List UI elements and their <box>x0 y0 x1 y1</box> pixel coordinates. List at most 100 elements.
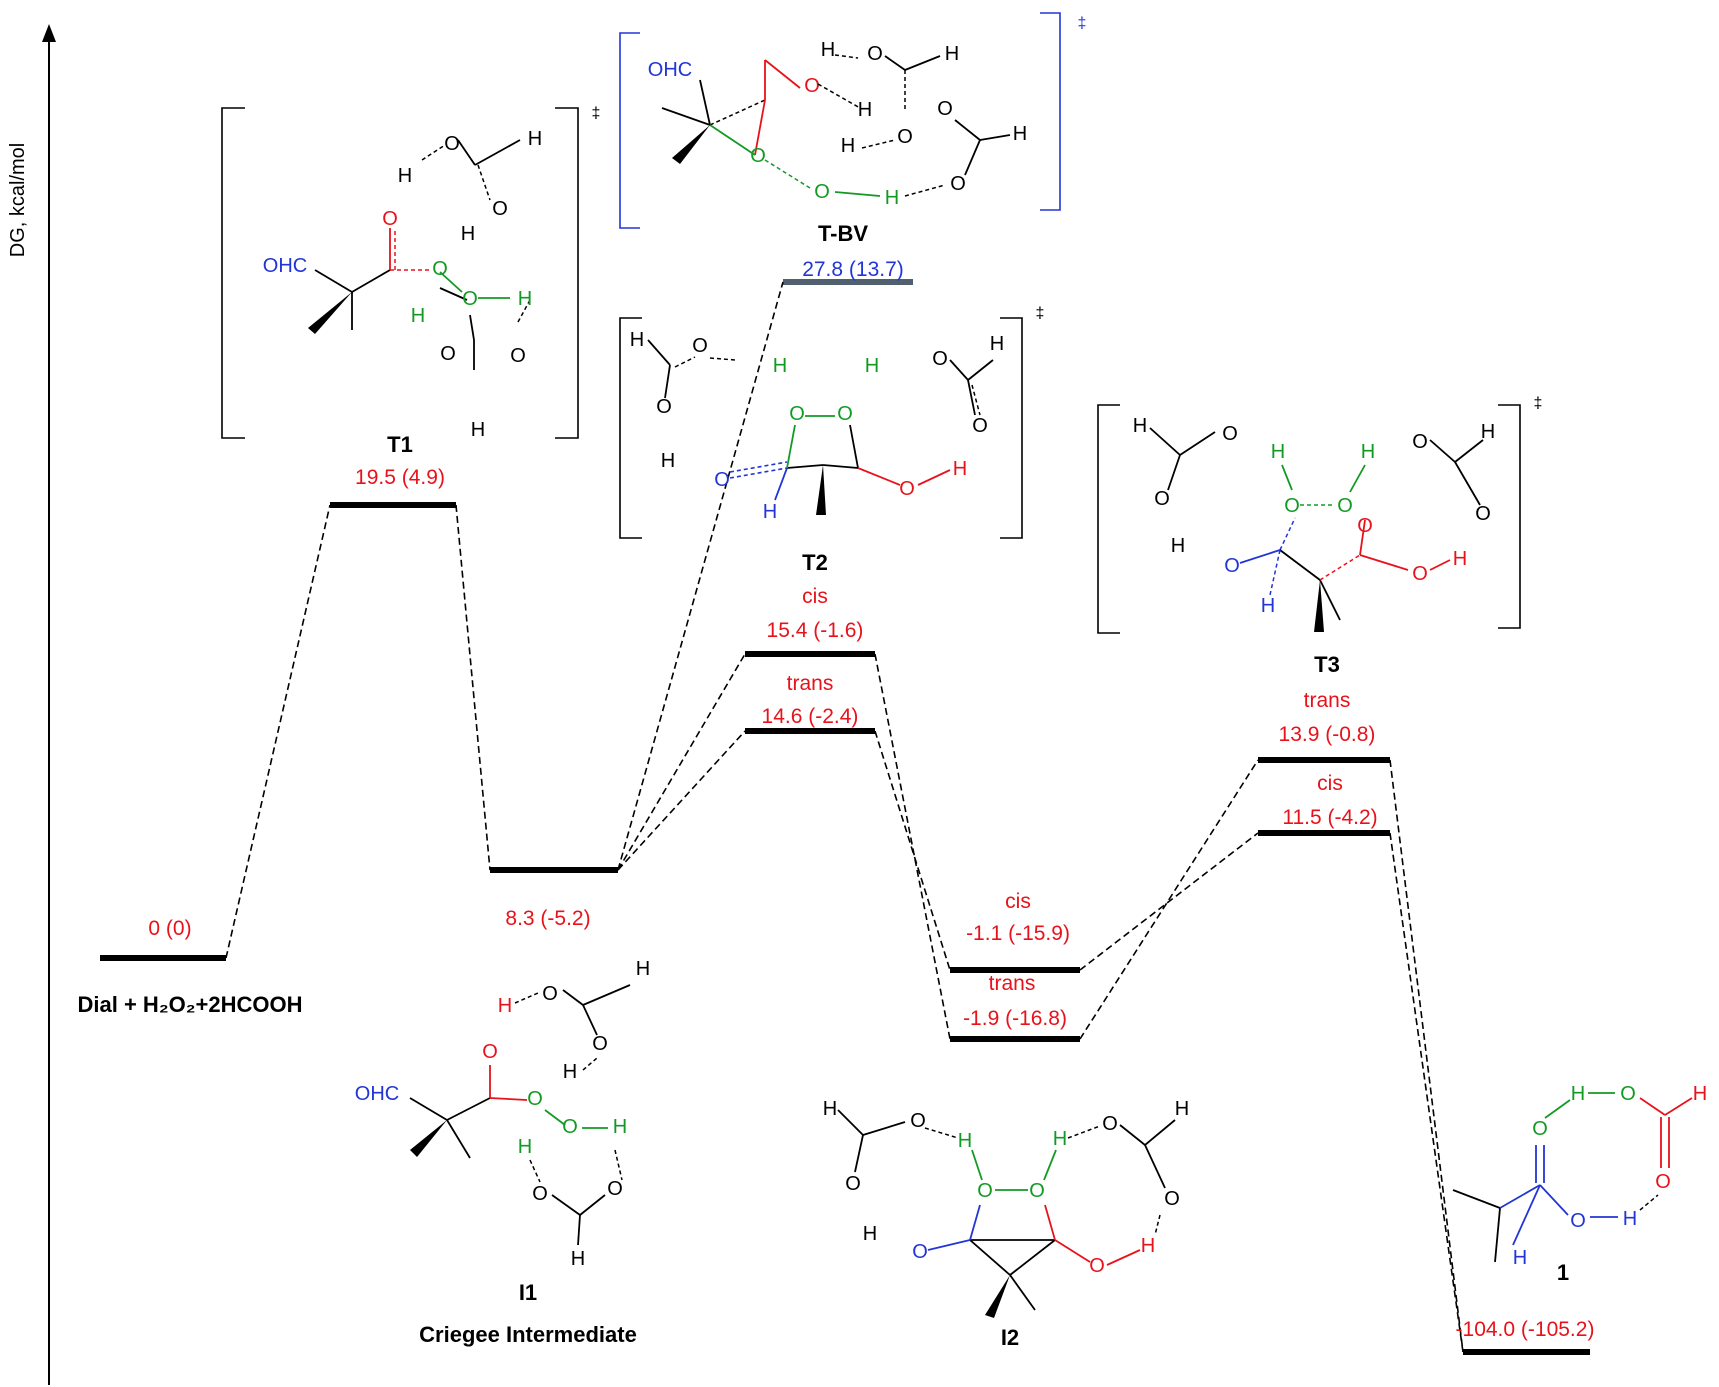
structure-t1: ‡ OHC O O O H H H O H O H <box>221 105 600 441</box>
svg-text:O: O <box>897 126 913 148</box>
svg-text:H: H <box>398 165 412 187</box>
svg-text:H: H <box>958 1130 972 1152</box>
svg-text:O: O <box>1337 495 1353 517</box>
svg-text:H: H <box>823 1098 837 1120</box>
svg-text:O: O <box>607 1178 623 1200</box>
svg-text:O: O <box>1532 1118 1548 1140</box>
svg-text:O: O <box>932 348 948 370</box>
svg-text:O: O <box>912 1241 928 1263</box>
dagger-t2: ‡ <box>1036 305 1045 322</box>
svg-text:O: O <box>1029 1180 1045 1202</box>
svg-text:O: O <box>937 98 953 120</box>
name-product: 1 <box>1557 1260 1569 1285</box>
value-t2-cis: 15.4 (-1.6) <box>767 619 864 642</box>
svg-text:H: H <box>1623 1208 1637 1230</box>
svg-text:O: O <box>1412 431 1428 453</box>
bracket-tbv <box>619 12 1061 229</box>
connector-t3cis-product <box>1389 832 1464 1353</box>
value-i1: 8.3 (-5.2) <box>505 907 590 930</box>
svg-text:H: H <box>661 450 675 472</box>
energy-levels <box>100 502 1590 1355</box>
svg-text:O: O <box>692 335 708 357</box>
svg-text:O: O <box>592 1033 608 1055</box>
svg-text:H: H <box>1361 441 1375 463</box>
svg-text:O: O <box>562 1116 578 1138</box>
svg-text:O: O <box>1620 1083 1636 1105</box>
value-t2-trans: 14.6 (-2.4) <box>762 705 859 728</box>
svg-text:O: O <box>714 469 730 491</box>
svg-text:O: O <box>656 396 672 418</box>
svg-text:H: H <box>571 1248 585 1270</box>
dagger-tbv: ‡ <box>1078 15 1087 32</box>
tag-t3-trans: trans <box>1304 689 1351 712</box>
svg-text:H: H <box>461 223 475 245</box>
svg-text:O: O <box>845 1173 861 1195</box>
structure-i1: OHC H O O H O H O O H H O O H <box>355 958 650 1270</box>
svg-text:O: O <box>1412 563 1428 585</box>
svg-text:O: O <box>527 1088 543 1110</box>
svg-text:H: H <box>1175 1098 1189 1120</box>
name-i2: I2 <box>1001 1325 1019 1350</box>
energy-labels: 0 (0) Dial + H₂O₂+2HCOOH T1 19.5 (4.9) 8… <box>78 221 1595 1350</box>
value-t3-trans: 13.9 (-0.8) <box>1279 723 1376 746</box>
value-t1: 19.5 (4.9) <box>355 466 445 489</box>
svg-text:O: O <box>444 133 460 155</box>
svg-text:O: O <box>789 403 805 425</box>
name-t3: T3 <box>1314 652 1340 677</box>
svg-text:O: O <box>1102 1113 1118 1135</box>
svg-text:O: O <box>910 1110 926 1132</box>
bracket-t2 <box>619 317 1023 539</box>
svg-text:H: H <box>858 99 872 121</box>
svg-text:O: O <box>440 343 456 365</box>
connector-start-t1 <box>225 504 331 959</box>
connector-t2cis-i2trans <box>874 653 951 1040</box>
svg-text:O: O <box>1224 555 1240 577</box>
svg-text:O: O <box>1475 503 1491 525</box>
svg-text:O: O <box>750 145 766 167</box>
bracket-t1 <box>221 107 579 439</box>
name-start: Dial + H₂O₂+2HCOOH <box>78 992 303 1017</box>
svg-text:O: O <box>382 208 398 230</box>
svg-text:H: H <box>1133 415 1147 437</box>
svg-text:O: O <box>432 258 448 280</box>
t1-ohc: OHC <box>263 255 307 277</box>
name-i1: I1 <box>519 1280 537 1305</box>
dagger-t3: ‡ <box>1534 395 1543 412</box>
svg-text:H: H <box>1261 595 1275 617</box>
svg-text:H: H <box>773 355 787 377</box>
name-t1: T1 <box>387 432 413 457</box>
value-i2-trans: -1.9 (-16.8) <box>963 1007 1067 1030</box>
svg-text:O: O <box>1655 1171 1671 1193</box>
svg-text:O: O <box>867 43 883 65</box>
svg-text:H: H <box>865 355 879 377</box>
svg-text:O: O <box>804 75 820 97</box>
connector-t3trans-product <box>1389 759 1464 1353</box>
value-tbv: 27.8 (13.7) <box>802 258 904 281</box>
svg-text:O: O <box>532 1183 548 1205</box>
svg-text:H: H <box>1571 1083 1585 1105</box>
tag-i2-trans: trans <box>989 972 1036 995</box>
svg-text:H: H <box>863 1223 877 1245</box>
connector-i1-tbv <box>617 281 784 871</box>
pathway-connectors <box>225 281 1464 1353</box>
name-tbv: T-BV <box>818 221 868 246</box>
svg-text:O: O <box>542 983 558 1005</box>
svg-text:H: H <box>763 501 777 523</box>
svg-text:H: H <box>528 128 542 150</box>
value-start: 0 (0) <box>148 917 191 940</box>
connector-i1-t2cis <box>617 653 746 871</box>
svg-text:O: O <box>482 1041 498 1063</box>
svg-text:H: H <box>613 1116 627 1138</box>
value-product: -104.0 (-105.2) <box>1456 1318 1595 1341</box>
svg-text:O: O <box>1570 1210 1586 1232</box>
connector-i1-t2trans <box>617 730 746 871</box>
svg-text:O: O <box>1222 423 1238 445</box>
svg-text:H: H <box>1513 1247 1527 1269</box>
structure-t2: ‡ H O O H O H H O O H O H O H O <box>619 305 1045 539</box>
structure-t3: ‡ H O O H O H H O O H O H O H O O <box>1097 395 1543 634</box>
svg-text:H: H <box>498 995 512 1017</box>
svg-text:O: O <box>510 345 526 367</box>
tag-t3-cis: cis <box>1317 772 1343 795</box>
svg-text:H: H <box>636 958 650 980</box>
svg-text:H: H <box>1171 535 1185 557</box>
